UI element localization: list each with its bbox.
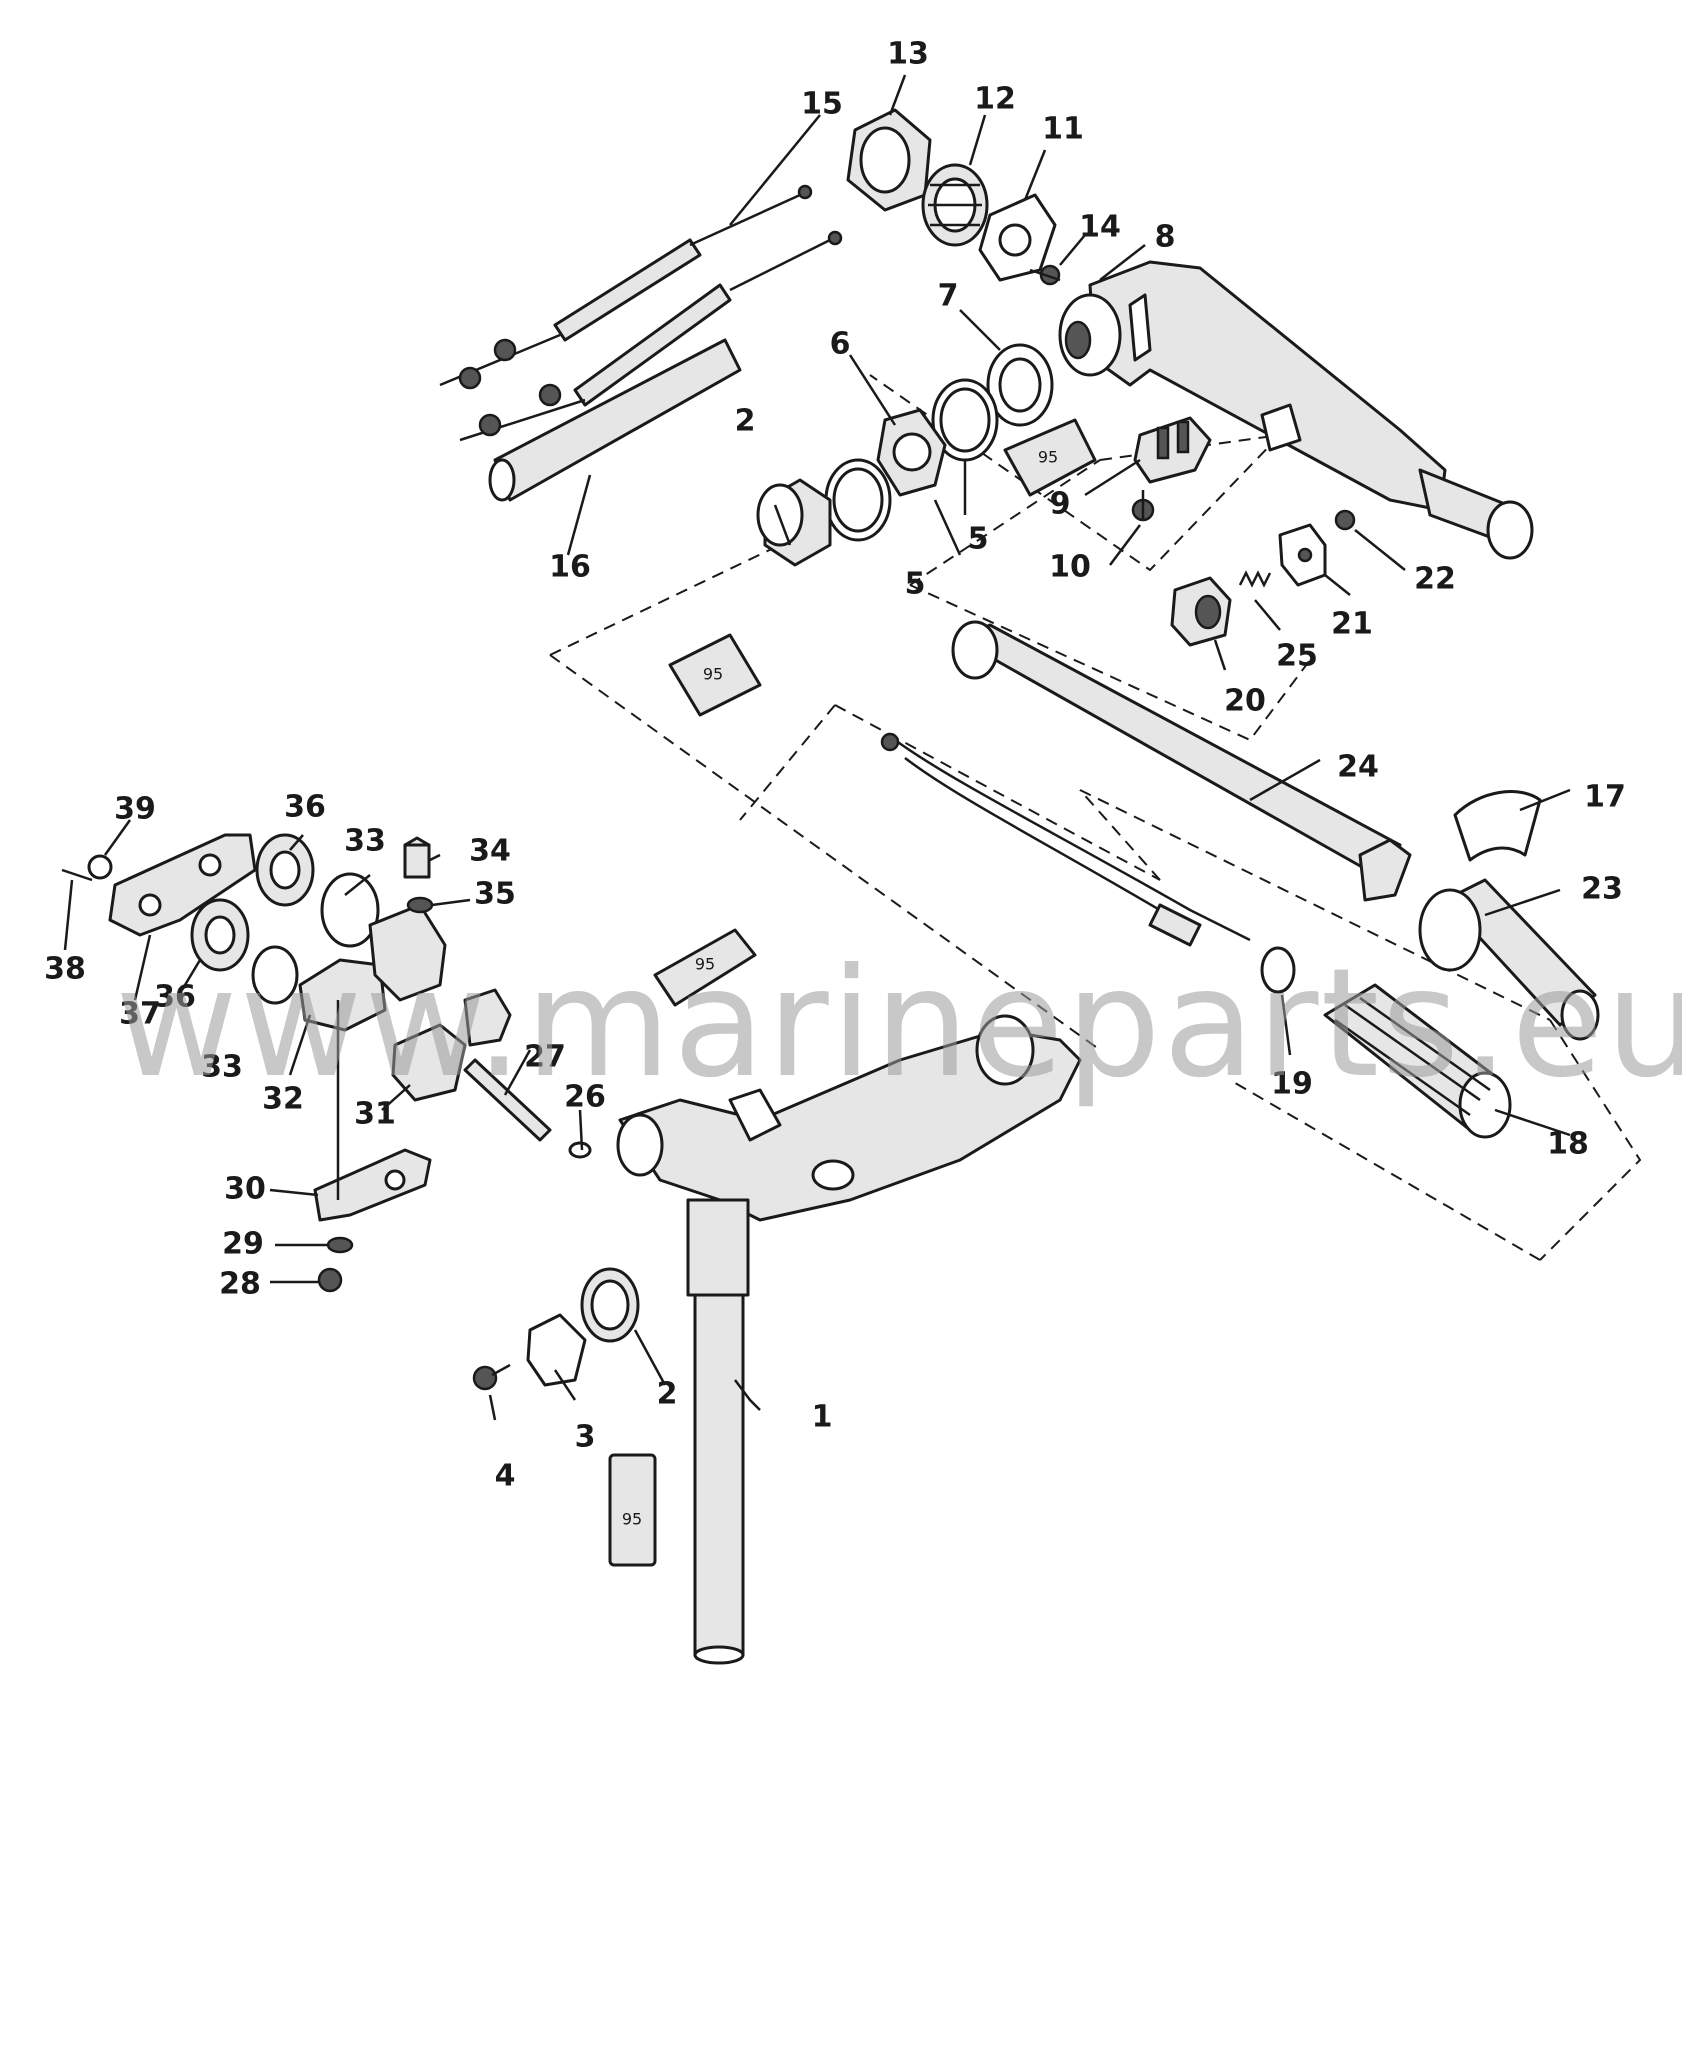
part-17-clip (1453, 790, 1542, 862)
part-8-tiller-arm (1058, 260, 1534, 560)
part-11-plate (978, 193, 1057, 282)
callout-20: 20 (1224, 684, 1266, 719)
callout-13: 13 (887, 37, 929, 72)
callout-2-lower: 2 (657, 1377, 678, 1412)
callout-36-upper: 36 (284, 790, 326, 825)
callout-32: 32 (262, 1082, 304, 1117)
callout-22: 22 (1414, 562, 1456, 597)
callout-16: 16 (549, 550, 591, 585)
part-12-gear (921, 163, 989, 247)
part-21-clip (1278, 523, 1327, 587)
svg-text:95: 95 (1038, 448, 1058, 467)
callout-35: 35 (474, 877, 516, 912)
callout-11: 11 (1042, 112, 1084, 147)
grease-tube-upper-right: 95 (1003, 418, 1097, 497)
part-1-steering-bracket (616, 1014, 1082, 1665)
part-29-washer (326, 1236, 354, 1254)
callout-23: 23 (1581, 872, 1623, 907)
callout-6: 6 (830, 327, 851, 362)
callout-30: 30 (224, 1172, 266, 1207)
part-34-bolt (403, 836, 431, 879)
part-5-ring-lower (824, 458, 892, 542)
part-31-housing (391, 988, 512, 1102)
callout-4: 4 (495, 1459, 516, 1494)
callout-8: 8 (1155, 220, 1176, 255)
callout-5-lower: 5 (905, 567, 926, 602)
part-33-ring-upper (320, 872, 380, 948)
part-3-plate (526, 1313, 587, 1387)
callout-31: 31 (354, 1097, 396, 1132)
part-38-screw (61, 868, 93, 882)
grease-tube-mid: 95 (653, 928, 757, 1007)
part-37-plate (108, 833, 257, 937)
part-14-screw (1029, 264, 1061, 286)
callout-21: 21 (1331, 607, 1373, 642)
callout-7: 7 (938, 279, 959, 314)
callout-25: 25 (1276, 639, 1318, 674)
callout-15: 15 (801, 87, 843, 122)
callout-36-lower: 36 (154, 980, 196, 1015)
callout-26: 26 (564, 1080, 606, 1115)
part-19-cable (880, 732, 1296, 994)
part-10-screw (1131, 490, 1155, 522)
callout-19: 19 (1271, 1067, 1313, 1102)
part-20-knob (1170, 576, 1232, 647)
callout-numbers: 1 2 2 3 4 5 5 6 7 8 9 10 11 12 13 14 15 … (44, 37, 1626, 1494)
part-36-gear-lower (190, 898, 250, 972)
callout-38: 38 (44, 952, 86, 987)
callout-34: 34 (469, 834, 511, 869)
callout-39: 39 (114, 792, 156, 827)
part-2-bushing-lower (580, 1267, 640, 1343)
part-7-ring (986, 343, 1054, 427)
svg-text:95: 95 (622, 1510, 642, 1529)
part-22-screw (1334, 509, 1356, 531)
part-13-housing (846, 108, 932, 212)
part-15-cables (439, 184, 843, 442)
callout-18: 18 (1547, 1127, 1589, 1162)
watermark-text: www.marineparts.eu (115, 937, 1682, 1111)
dashed-group-lines (549, 374, 1642, 1261)
part-33-ring-lower (251, 945, 299, 1005)
part-23-sleeve (1418, 878, 1600, 1041)
part-16-hose (488, 338, 742, 502)
part-4-bolt (472, 1363, 511, 1391)
svg-text:95: 95 (695, 955, 715, 974)
part-9-bracket (1133, 416, 1212, 484)
svg-text:95: 95 (703, 665, 723, 684)
part-26-washer (568, 1141, 592, 1159)
callout-28: 28 (219, 1267, 261, 1302)
callout-10: 10 (1049, 550, 1091, 585)
callout-9: 9 (1050, 487, 1071, 522)
callout-12: 12 (974, 82, 1016, 117)
grease-tube-center: 95 (668, 633, 762, 717)
part-24-shaft (951, 620, 1412, 902)
callout-33-lower: 33 (201, 1050, 243, 1085)
part-28-nut (317, 1267, 343, 1293)
part-39-nut (87, 854, 113, 880)
callout-3: 3 (575, 1420, 596, 1455)
callout-24: 24 (1337, 750, 1379, 785)
callout-5-upper: 5 (968, 522, 989, 557)
part-36-gear-upper (255, 833, 315, 907)
grease-tube-bottom: 95 (608, 1453, 657, 1567)
callout-17: 17 (1584, 780, 1626, 815)
part-2-bushing-upper (756, 478, 832, 567)
callout-2-upper: 2 (735, 404, 756, 439)
callout-27: 27 (524, 1040, 566, 1075)
callout-37: 37 (119, 997, 161, 1032)
part-25-spring (1238, 570, 1272, 588)
part-5-ring-upper (931, 378, 999, 462)
callout-29: 29 (222, 1227, 264, 1262)
part-32-housing (298, 958, 387, 1032)
part-6-washer (876, 408, 947, 497)
callout-14: 14 (1079, 210, 1121, 245)
part-35-washer (406, 896, 434, 914)
leader-lines (63, 74, 1571, 1421)
part-30-lever (313, 1000, 432, 1222)
part-27-rod (463, 1058, 552, 1142)
callout-1: 1 (812, 1400, 833, 1435)
callout-33-upper: 33 (344, 824, 386, 859)
part-18-grip (1323, 983, 1512, 1139)
